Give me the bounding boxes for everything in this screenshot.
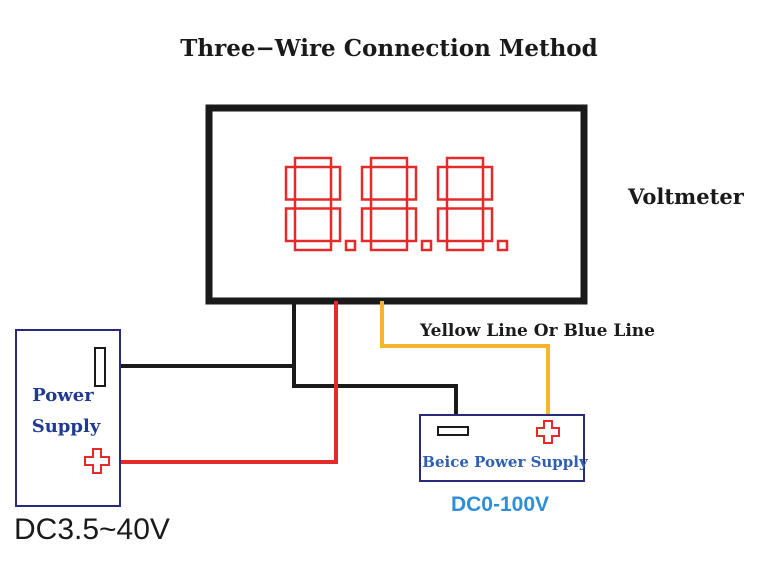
digit-segment bbox=[293, 239, 333, 252]
digit-segment bbox=[369, 239, 409, 252]
digit-segment bbox=[329, 165, 342, 201]
diagram-title: Three−Wire Connection Method bbox=[180, 35, 597, 62]
digit-segment bbox=[360, 207, 373, 243]
digit-segment bbox=[369, 198, 409, 210]
display-digit bbox=[284, 156, 357, 252]
yellow-wire bbox=[380, 301, 550, 420]
digit-segment bbox=[436, 207, 449, 243]
digit-segment bbox=[481, 165, 494, 201]
digit-segment bbox=[293, 156, 333, 169]
beice-supply-label: Beice Power Supply bbox=[422, 453, 589, 471]
digit-segment bbox=[436, 165, 449, 201]
black-wire-to-power-supply bbox=[110, 301, 296, 368]
black-wire-to-beice-supply bbox=[292, 366, 458, 418]
wires bbox=[110, 301, 550, 464]
digit-segment bbox=[329, 207, 342, 243]
digit-segment bbox=[405, 165, 418, 201]
power-supply-range: DC3.5~40V bbox=[14, 513, 170, 546]
voltmeter-label: Voltmeter bbox=[627, 184, 745, 209]
wire-label: Yellow Line Or Blue Line bbox=[419, 321, 655, 341]
digit-segment bbox=[360, 165, 373, 201]
minus-icon bbox=[437, 426, 469, 436]
decimal-point bbox=[344, 239, 357, 252]
digit-segment bbox=[445, 156, 485, 169]
display-digit bbox=[436, 156, 509, 252]
plus-icon bbox=[84, 448, 110, 474]
voltmeter-display bbox=[284, 156, 509, 252]
red-wire bbox=[118, 301, 338, 464]
digit-segment bbox=[445, 198, 485, 210]
digit-segment bbox=[369, 156, 409, 169]
display-digit bbox=[360, 156, 433, 252]
digit-segment bbox=[481, 207, 494, 243]
minus-icon bbox=[94, 347, 106, 387]
digit-segment bbox=[405, 207, 418, 243]
beice-supply-box bbox=[419, 414, 585, 482]
decimal-point bbox=[496, 239, 509, 252]
decimal-point bbox=[420, 239, 433, 252]
digit-segment bbox=[293, 198, 333, 210]
beice-supply-range: DC0-100V bbox=[451, 493, 549, 516]
plus-icon bbox=[536, 420, 560, 444]
digit-segment bbox=[284, 165, 297, 201]
digit-segment bbox=[284, 207, 297, 243]
power-supply-label-line1: Power bbox=[32, 385, 94, 406]
power-supply-label-line2: Supply bbox=[32, 416, 101, 437]
digit-segment bbox=[445, 239, 485, 252]
